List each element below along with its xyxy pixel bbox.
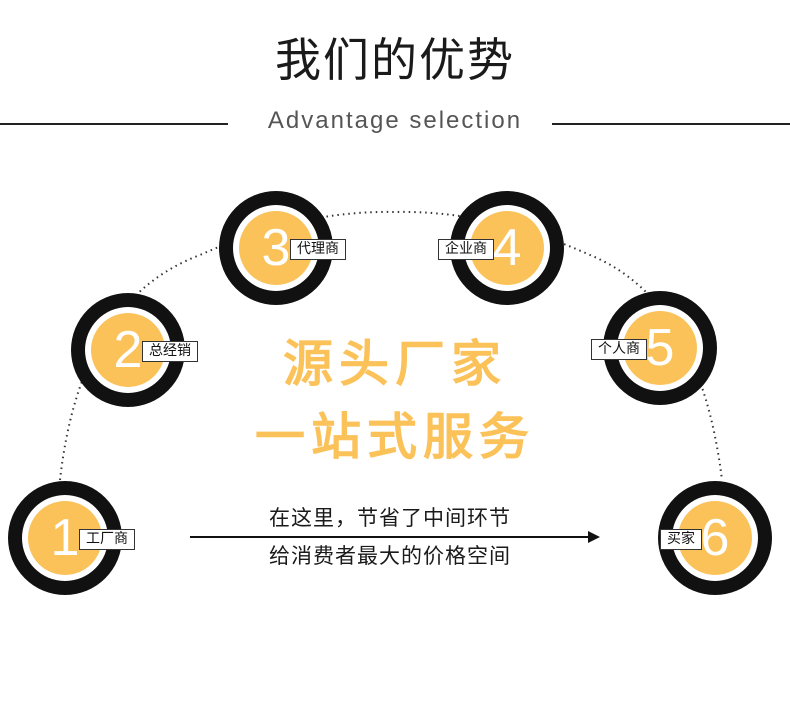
page-title: 我们的优势 [275,33,515,87]
step-number: 3 [261,219,291,277]
step-5: 5 个人商 [591,291,717,405]
divider-right [552,123,790,125]
page-subtitle: Advantage selection [267,107,523,134]
step-label: 买家 [660,529,702,550]
flow-arrow [190,536,590,538]
step-4: 4 企业商 [438,191,564,305]
arrow-head-icon [588,531,600,543]
divider-left [0,123,228,125]
step-1: 1 工厂商 [8,481,135,595]
step-2: 2 总经销 [71,293,198,407]
step-label: 企业商 [438,239,494,260]
slogan-line-1: 源头厂家 [283,335,507,393]
description-line-2: 给消费者最大的价格空间 [269,544,511,568]
step-number: 6 [700,509,730,567]
step-6: 6 买家 [658,481,772,595]
step-number: 1 [50,509,80,567]
step-number: 5 [645,319,675,377]
description-line-1: 在这里，节省了中间环节 [269,506,511,530]
step-label: 个人商 [591,339,647,360]
step-label: 代理商 [290,239,346,260]
step-label: 总经销 [142,341,198,362]
step-number: 4 [492,219,522,277]
step-number: 2 [113,321,143,379]
slogan-line-2: 一站式服务 [255,408,535,466]
step-label: 工厂商 [79,529,135,550]
step-3: 3 代理商 [219,191,346,305]
